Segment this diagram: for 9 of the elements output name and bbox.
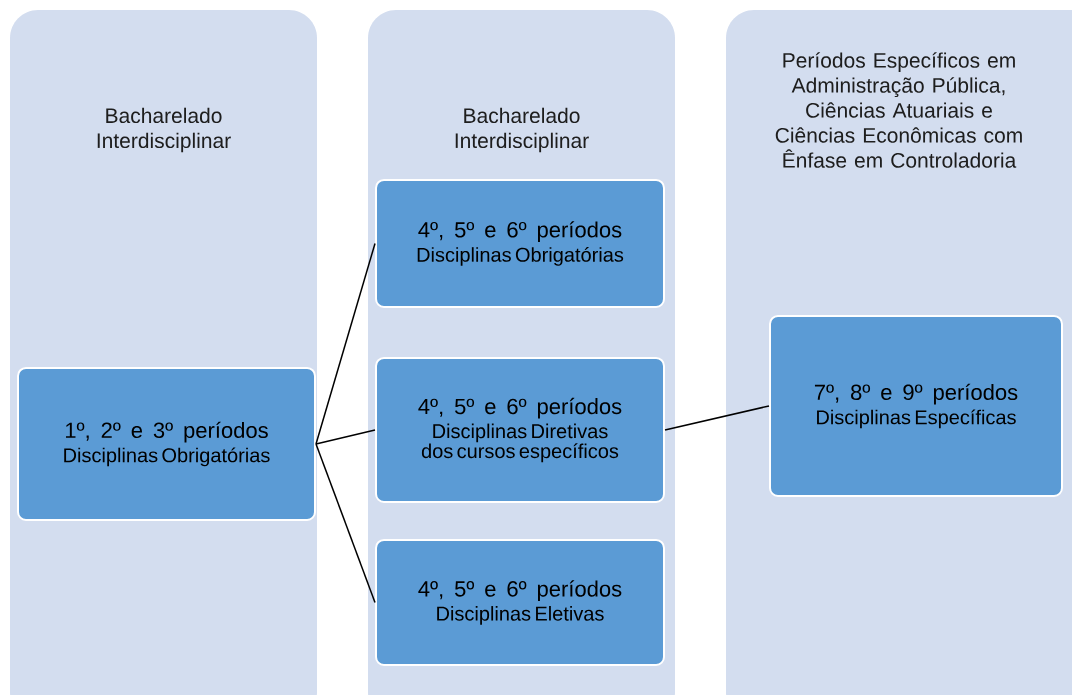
period-box: 1º, 2º e 3º períodos Disciplinas Obrigatórias bbox=[17, 367, 316, 521]
period-box: 7º, 8º e 9º períodos Disciplinas Específicas bbox=[769, 315, 1063, 497]
period-box: 4º, 5º e 6º períodos Disciplinas Obrigatórias bbox=[375, 179, 665, 308]
connector-line bbox=[315, 443, 376, 604]
period-box: 4º, 5º e 6º períodos Disciplinas Diretivas dos cursos específicos bbox=[375, 357, 665, 503]
connector-line bbox=[315, 429, 376, 445]
period-box: 4º, 5º e 6º períodos Disciplinas Eletivas bbox=[375, 539, 665, 666]
connector-line bbox=[664, 405, 770, 431]
connector-line bbox=[315, 242, 376, 445]
